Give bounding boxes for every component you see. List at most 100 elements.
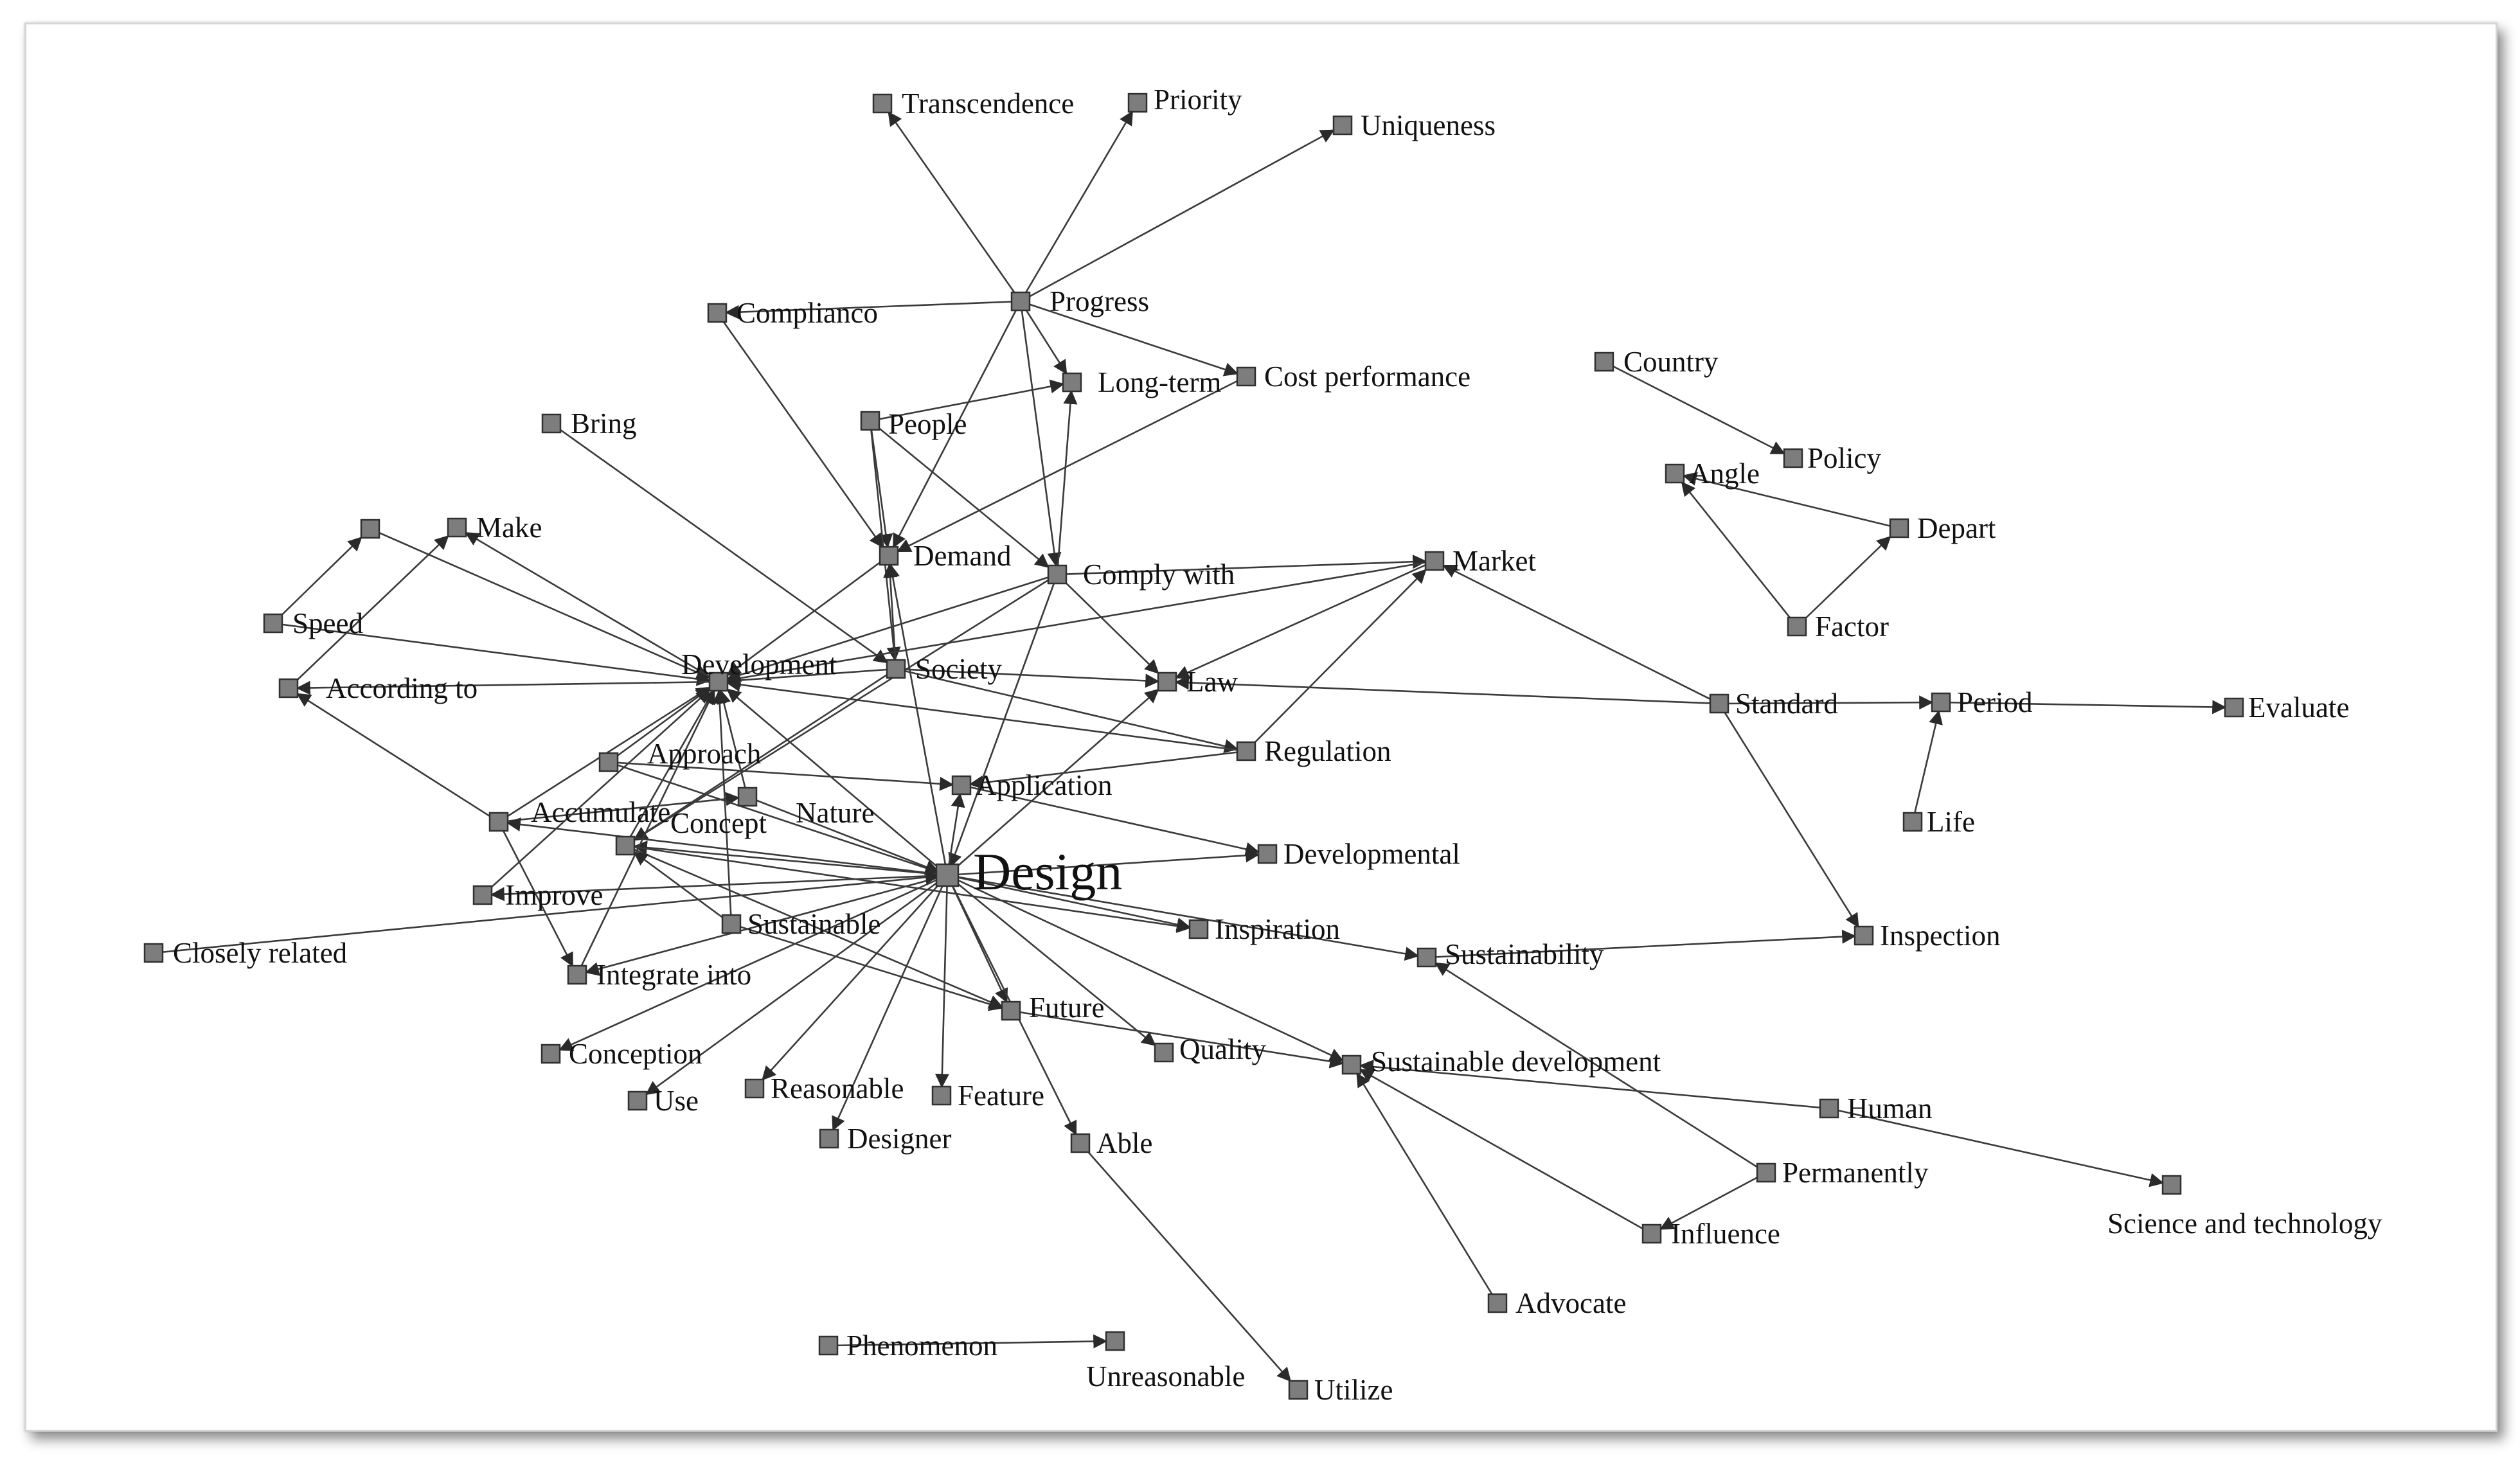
node-able <box>1070 1133 1091 1153</box>
node-according-to <box>278 678 299 698</box>
edge-sustainability-to-inspection <box>1426 929 1857 959</box>
edge-progress-to-demand <box>893 301 1022 548</box>
node-label-design: Design <box>973 842 1122 901</box>
edge-bring-to-society <box>551 422 888 664</box>
node-developmental <box>1257 844 1278 864</box>
node-label-conception: Conception <box>569 1038 702 1070</box>
node-transcendence <box>872 93 893 114</box>
edge-design-to-law <box>947 688 1159 876</box>
node-conception <box>541 1044 561 1064</box>
node-label-nature: Nature <box>796 797 874 829</box>
edge-design-to-sustainability <box>947 874 1420 961</box>
edge-approach-to-application <box>608 761 954 791</box>
edge-society-to-regulation <box>895 668 1239 753</box>
edge-human-to-sustainable_development <box>1359 1060 1830 1110</box>
nodes-layer <box>143 93 2244 1400</box>
node-concept <box>615 835 636 856</box>
edge-concept-to-inspiration <box>625 844 1192 933</box>
edge-design-to-improve <box>490 874 948 902</box>
node-label-integrate-into: Integrate into <box>596 959 751 991</box>
node-label-influence: Influence <box>1671 1218 1780 1250</box>
edge-speed-to-unlabeled <box>273 537 362 624</box>
edge-compliance-to-demand <box>716 312 884 548</box>
edge-accumulate-to-nature <box>498 792 740 823</box>
node-label-science-technology: Science and technology <box>2107 1207 2382 1240</box>
node-label-advocate: Advocate <box>1515 1287 1626 1319</box>
edge-design-to-sustainable_development <box>947 874 1344 1062</box>
node-period <box>1931 692 1951 713</box>
node-label-inspiration: Inspiration <box>1215 913 1340 945</box>
node-law <box>1157 671 1177 692</box>
node-label-comply-with: Comply with <box>1083 558 1235 591</box>
node-sustainable-development <box>1341 1054 1362 1075</box>
node-label-improve: Improve <box>505 879 603 911</box>
edge-progress-to-compliance <box>724 300 1021 319</box>
node-label-policy: Policy <box>1807 442 1882 474</box>
node-label-regulation: Regulation <box>1264 735 1391 767</box>
node-designer <box>819 1128 839 1149</box>
node-factor <box>1787 616 1807 637</box>
edge-country-to-policy <box>1604 360 1785 455</box>
node-label-progress: Progress <box>1050 285 1149 317</box>
edge-design-to-development <box>726 688 948 876</box>
edge-design-to-designer <box>832 875 949 1132</box>
node-life <box>1902 812 1923 832</box>
node-priority <box>1127 93 1148 113</box>
node-quality <box>1154 1042 1174 1063</box>
edge-regulation-to-development <box>726 677 1247 752</box>
edge-concept-to-development <box>624 689 715 846</box>
node-use <box>627 1090 648 1111</box>
edge-unlabeled-to-development <box>370 528 711 679</box>
edge-sustainable-to-future <box>731 923 1004 1011</box>
edge-people-to-long_term <box>870 379 1065 422</box>
node-feature <box>931 1085 952 1106</box>
node-label-use: Use <box>654 1085 699 1117</box>
node-unlabeled <box>360 519 380 539</box>
node-cost-performance <box>1236 366 1256 387</box>
node-label-development: Development <box>681 648 837 680</box>
edge-progress-to-priority <box>1019 111 1133 302</box>
node-nature <box>737 787 758 807</box>
node-human <box>1819 1098 1839 1119</box>
node-sustainability <box>1416 947 1437 968</box>
node-label-transcendence: Transcendence <box>902 87 1074 120</box>
edge-cost_performance-to-demand <box>897 375 1247 553</box>
edge-development-to-make <box>465 532 719 683</box>
edge-people-to-comply_with <box>870 420 1050 568</box>
node-market <box>1424 551 1445 571</box>
node-compliance <box>707 303 728 323</box>
edge-comply_with-to-long_term <box>1056 389 1078 575</box>
edge-life-to-period <box>1911 709 1943 822</box>
node-design <box>935 863 960 887</box>
node-bring <box>541 413 562 434</box>
node-phenomenon <box>818 1335 839 1356</box>
node-label-long-term: Long-term <box>1098 366 1221 398</box>
node-unreasonable <box>1105 1331 1125 1351</box>
node-label-designer: Designer <box>847 1123 951 1155</box>
edge-able-to-utilize <box>1080 1142 1292 1382</box>
edge-accumulate-to-according_to <box>296 693 499 823</box>
edge-nature-to-development <box>717 689 749 797</box>
edge-future-to-sustainable_development <box>1010 1009 1345 1069</box>
node-approach <box>598 752 619 772</box>
node-speed <box>263 613 283 634</box>
edge-market-to-law <box>1174 560 1435 679</box>
node-label-human: Human <box>1847 1092 1932 1125</box>
node-label-unreasonable: Unreasonable <box>1086 1360 1245 1392</box>
edge-human-to-science_technology <box>1828 1107 2165 1187</box>
edge-period-to-evaluate <box>1940 700 2227 715</box>
node-label-angle: Angle <box>1689 458 1760 490</box>
node-standard <box>1709 693 1729 714</box>
edge-design-to-demand <box>886 563 949 876</box>
edge-approach-to-development <box>608 687 711 763</box>
node-label-phenomenon: Phenomenon <box>846 1329 997 1362</box>
node-angle <box>1665 463 1685 484</box>
edge-society-to-development <box>726 668 897 688</box>
edge-design-to-quality <box>947 874 1156 1046</box>
edge-development-to-according_to <box>296 680 719 695</box>
node-influence <box>1641 1223 1662 1244</box>
node-label-market: Market <box>1452 545 1536 577</box>
node-label-demand: Demand <box>913 540 1011 572</box>
node-label-sustainable: Sustainable <box>747 908 880 940</box>
